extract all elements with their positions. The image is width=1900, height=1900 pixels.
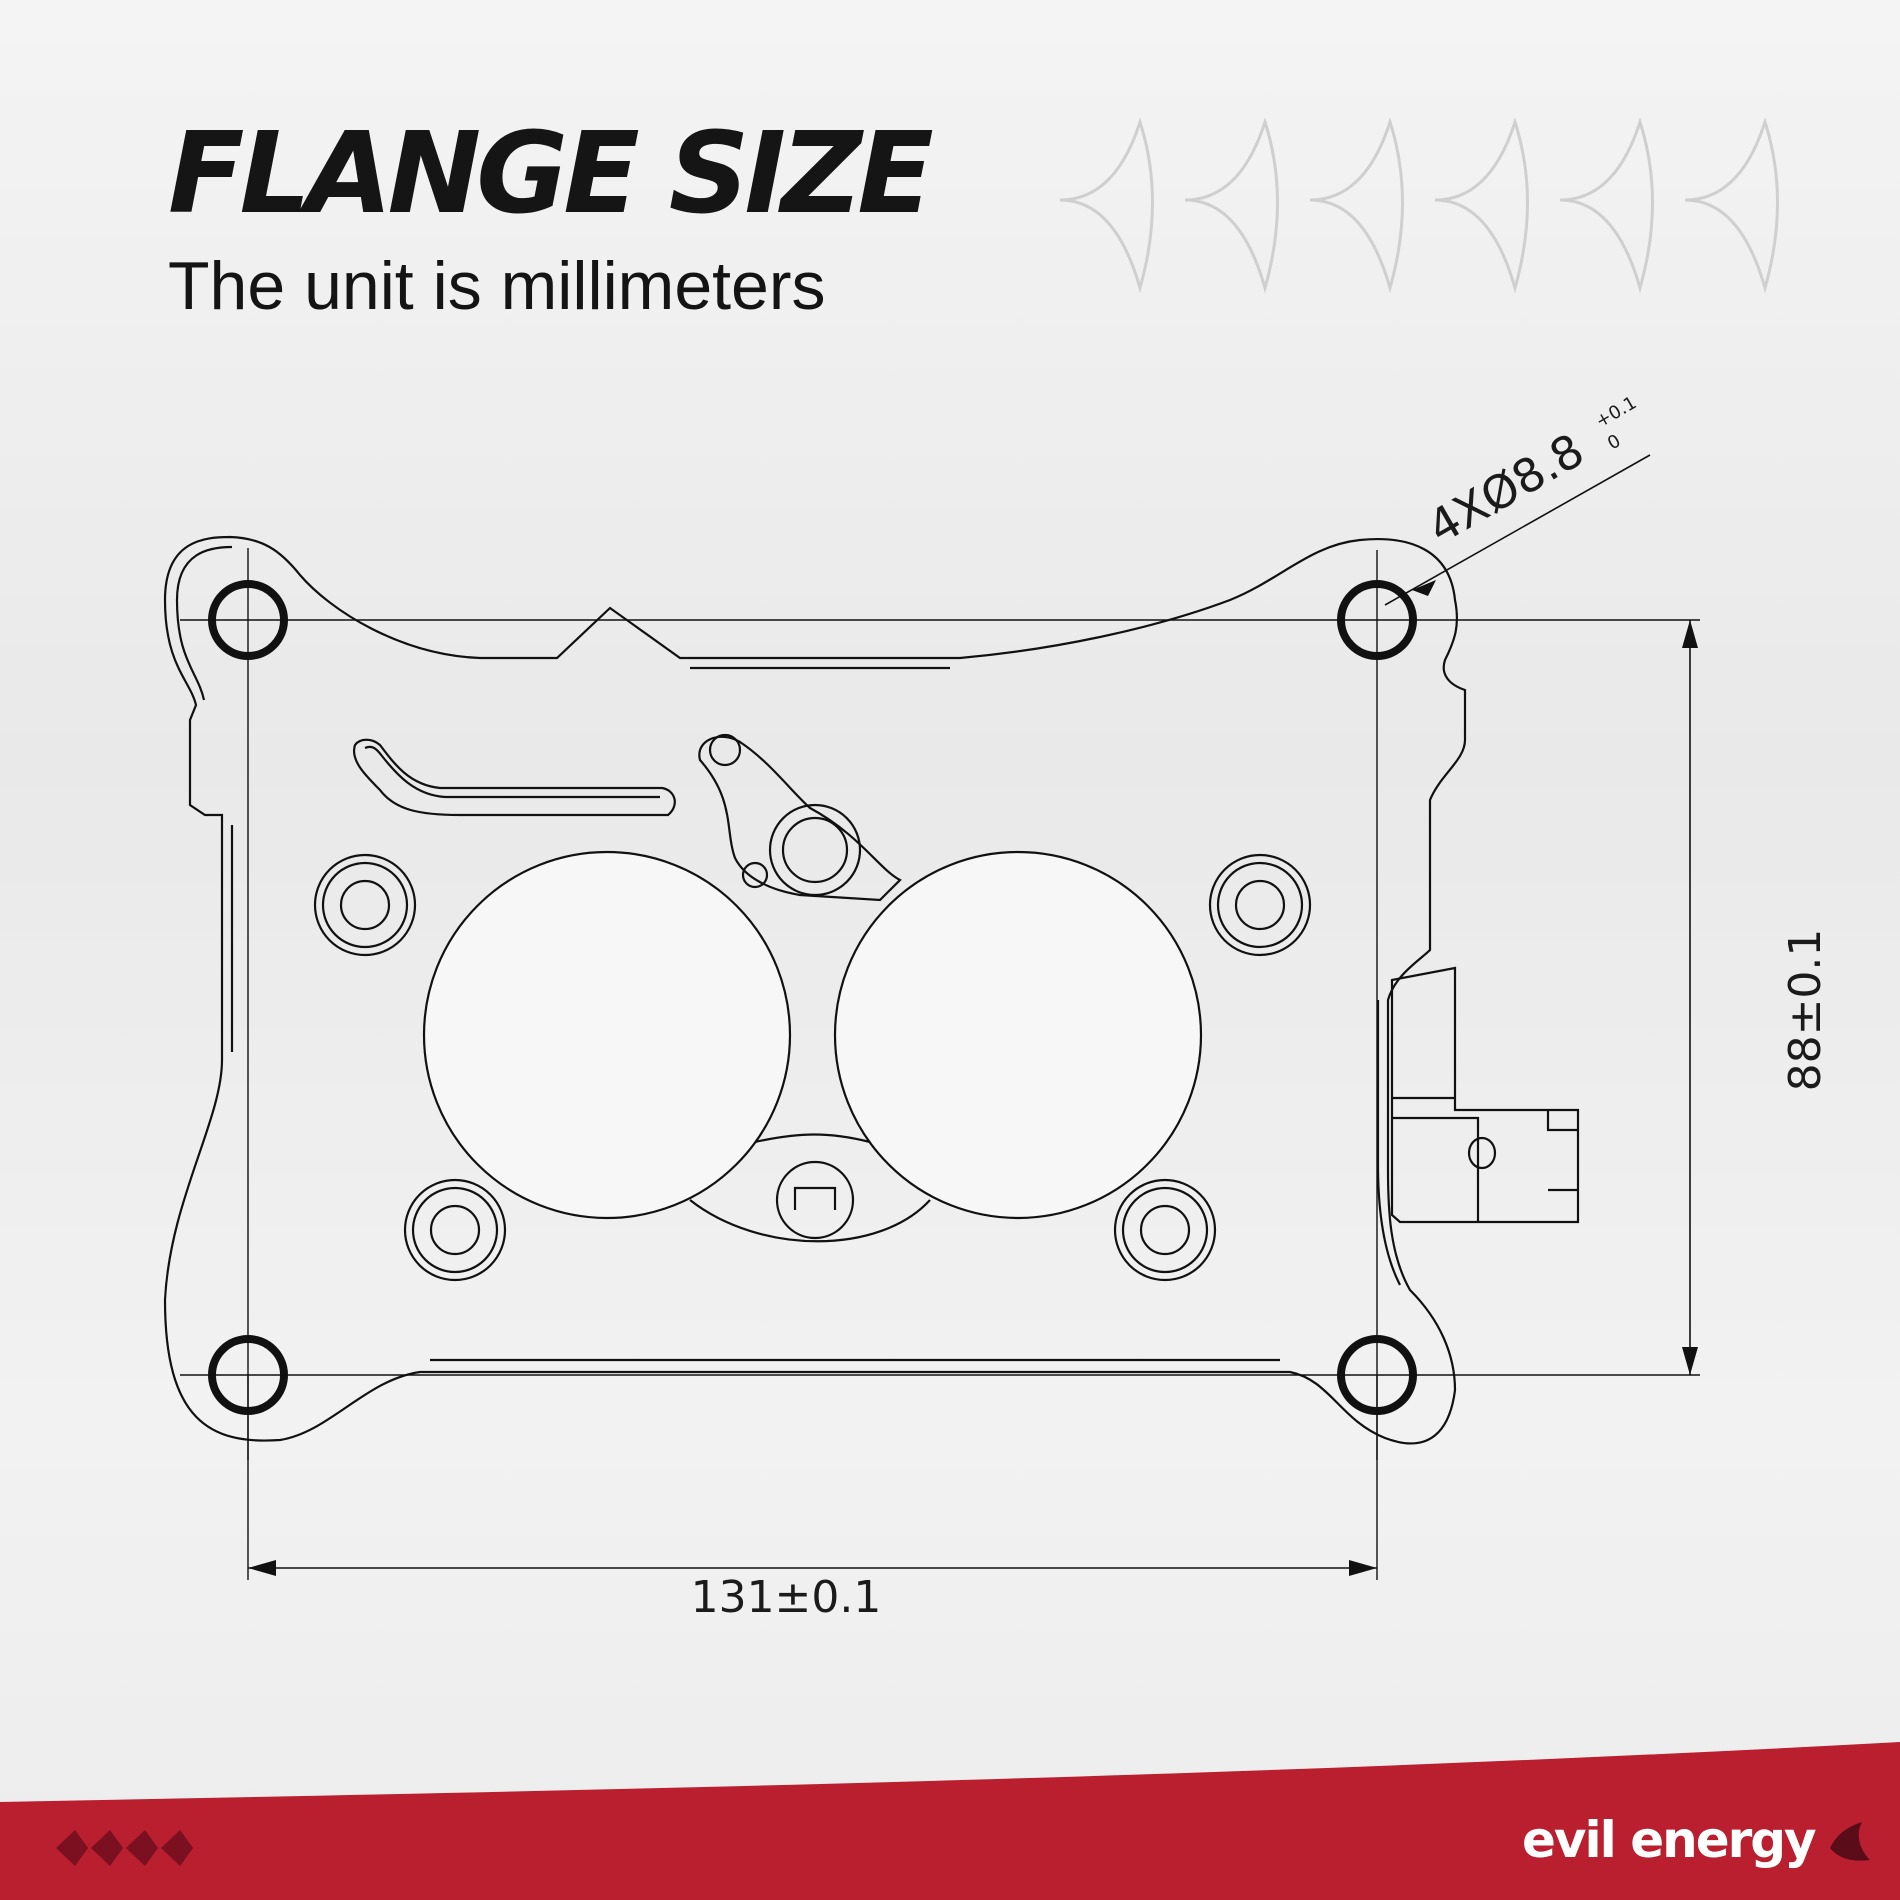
hole-tolerance-lower: 0 (1604, 430, 1624, 454)
width-dimension-label: 131±0.1 (691, 1572, 882, 1623)
height-dimension-label: 88±0.1 (1780, 929, 1831, 1092)
flame-arrow-icon (161, 1830, 193, 1866)
flame-arrow-icon (126, 1830, 158, 1866)
lever-small-hole (741, 861, 769, 889)
shaft-boss-inner (781, 816, 849, 884)
chevron-ornament-icon (1559, 117, 1654, 294)
flame-arrow-icon (56, 1830, 88, 1866)
chevron-ornament-icon (1059, 117, 1154, 294)
dimension-lines (248, 454, 1691, 1569)
hole-callout-label: 4XØ8.8 (1419, 423, 1593, 555)
page-title: FLANGE SIZE (168, 109, 934, 239)
footer-arrow-group (56, 1830, 193, 1866)
chevron-ornament-icon (1684, 117, 1779, 294)
logo-flame-icon (1830, 1822, 1870, 1861)
throttle-bore-right (833, 850, 1203, 1220)
shaft-boss (768, 803, 862, 897)
lower-arc-feature-inner (754, 1133, 871, 1144)
bolt-bosses (313, 853, 1312, 1282)
flange-drawing (163, 454, 1700, 1580)
lower-boss-key (793, 1186, 837, 1210)
page-subtitle: The unit is millimeters (168, 248, 826, 324)
chevron-ornament-icon (1309, 117, 1404, 294)
flange-outline-inner (175, 545, 233, 701)
sensor-hole (1467, 1136, 1497, 1170)
flame-arrow-icon (91, 1830, 123, 1866)
mounting-holes (208, 580, 1417, 1415)
throttle-slot-inner (364, 745, 660, 799)
hole-tolerance-upper: +0.1 (1592, 392, 1640, 432)
throttle-slot (352, 738, 676, 817)
footer-band (0, 1742, 1900, 1900)
chevron-ornament-icon (1434, 117, 1529, 294)
flange-outline (163, 535, 1467, 1445)
brand-logo-text: evil energy (1522, 1811, 1817, 1869)
sensor-bracket-detail (1392, 1096, 1578, 1222)
flange-inner-ridge (230, 666, 1401, 1362)
sensor-bracket (1390, 966, 1580, 1224)
lever-pivot (708, 733, 742, 767)
lower-arc-feature (689, 1199, 931, 1243)
callout-leader (1384, 454, 1651, 606)
lower-boss (775, 1160, 855, 1240)
throttle-lever (698, 735, 902, 902)
chevron-ornament-group (1059, 117, 1779, 294)
chevron-ornament-icon (1184, 117, 1279, 294)
center-lines (180, 548, 1700, 1580)
throttle-bore-left (422, 850, 792, 1220)
dimension-arrows (248, 580, 1698, 1576)
